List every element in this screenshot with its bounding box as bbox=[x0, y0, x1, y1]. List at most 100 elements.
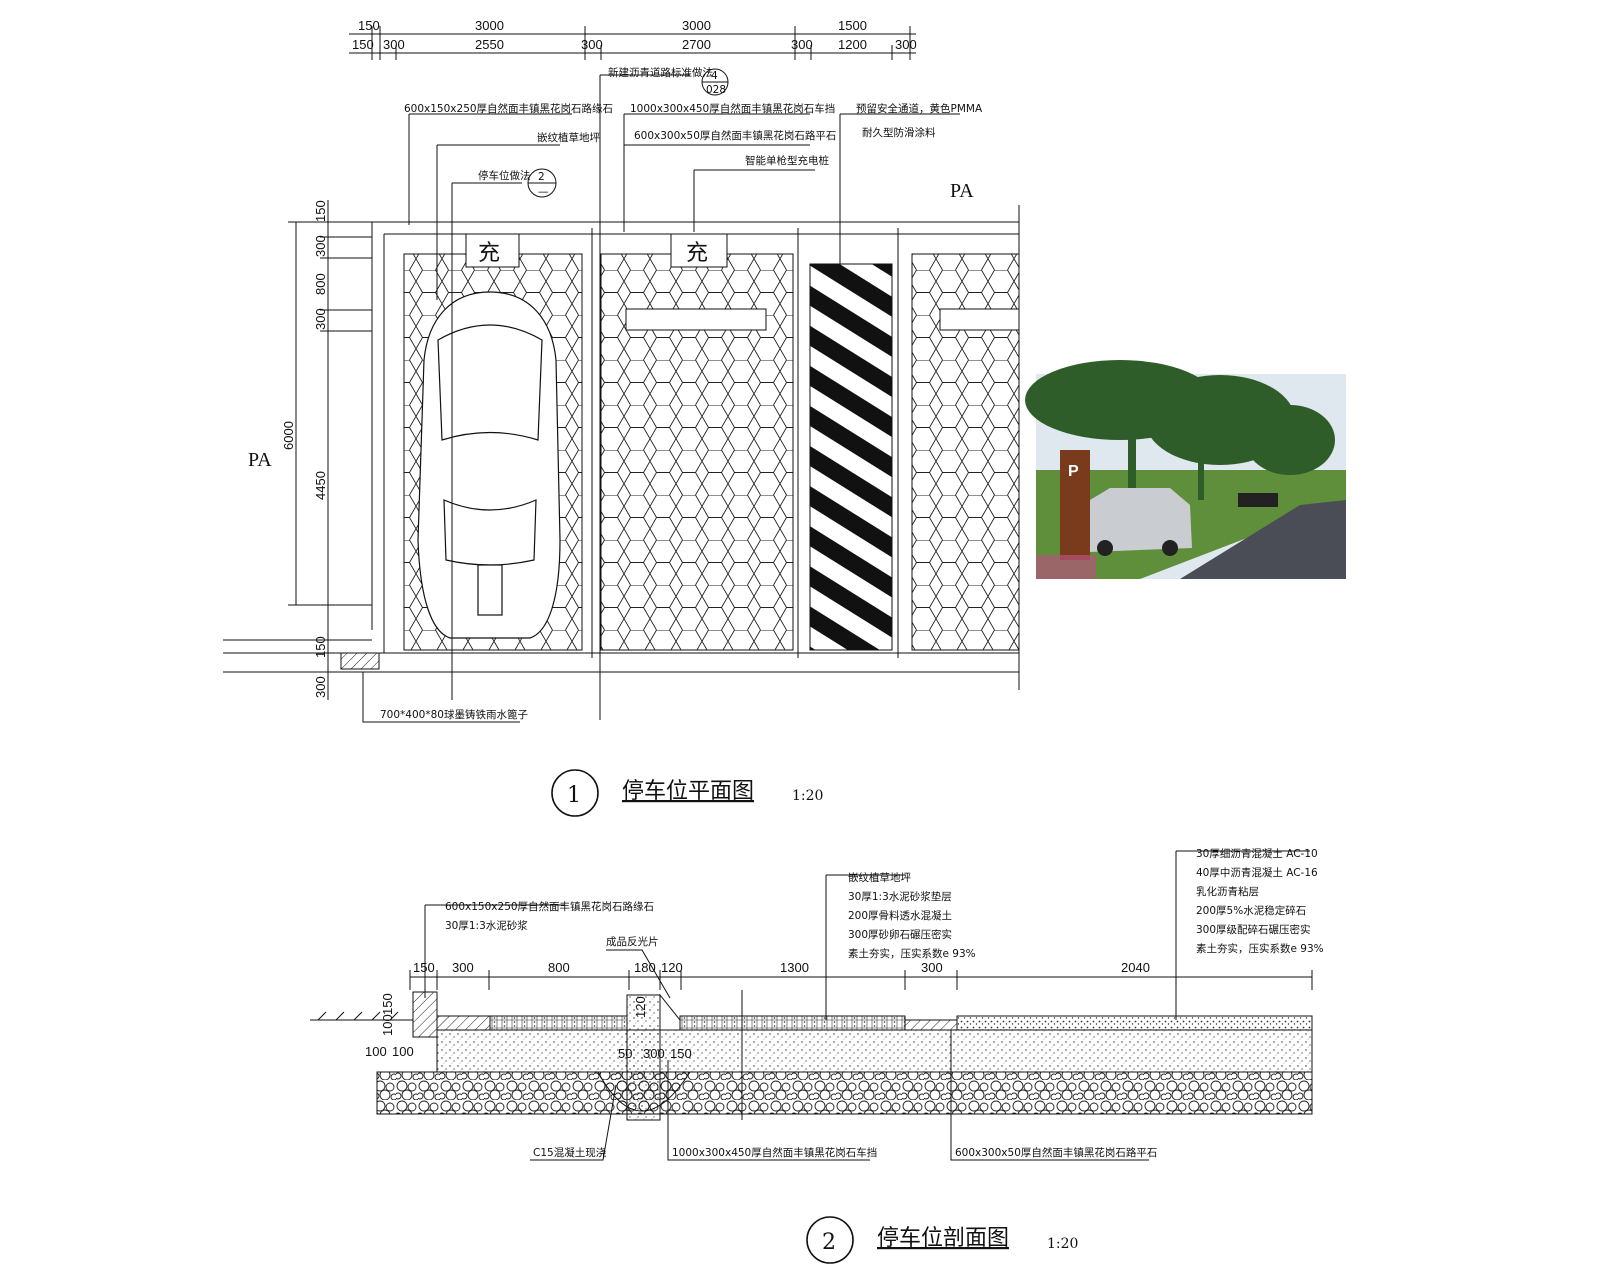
sec-gravel-base bbox=[376, 1071, 1313, 1115]
sec-left-dim-0: 150 bbox=[380, 993, 395, 1015]
callout-safety-lane: 预留安全通道，黄色PMMA bbox=[856, 102, 983, 115]
top-dimension-chain: 150 3000 3000 1500 150 300 2550 300 2700… bbox=[349, 18, 917, 60]
dim-top2-4: 2700 bbox=[682, 37, 711, 52]
callout-drain-cover: 700*400*80球墨铸铁雨水篦子 bbox=[380, 708, 528, 721]
sec-callout-mid-2: 200厚骨料透水混凝土 bbox=[848, 909, 952, 922]
callout-safety-lane-2: 耐久型防滑涂料 bbox=[862, 126, 936, 139]
wheel-stop-2 bbox=[625, 308, 767, 331]
sec-grass-paver-left bbox=[489, 1015, 628, 1031]
photo-car-far bbox=[1238, 493, 1278, 507]
photo-parking-sign: P bbox=[1060, 450, 1090, 560]
dim-top2-1: 300 bbox=[383, 37, 405, 52]
ref-bubble-4-num: 4 bbox=[711, 70, 718, 82]
sec-dim-1: 300 bbox=[452, 960, 474, 975]
callout-parking-ref: 停车位做法 bbox=[478, 169, 531, 182]
car-icon bbox=[417, 291, 561, 639]
plan-scale: 1:20 bbox=[792, 788, 823, 804]
sec-callout-right-2: 乳化沥青粘层 bbox=[1196, 885, 1259, 898]
sec-grass-paver-right bbox=[679, 1015, 906, 1031]
sec-callout-mid-1: 30厚1:3水泥砂浆垫层 bbox=[848, 890, 952, 903]
dim-top2-3: 300 bbox=[581, 37, 603, 52]
sec-asphalt bbox=[956, 1015, 1313, 1031]
photo-car bbox=[1090, 488, 1192, 556]
section-scale: 1:20 bbox=[1047, 1236, 1078, 1252]
section-callouts: 600x150x250厚自然面丰镇黑花岗石路缘石 30厚1:3水泥砂浆 成品反光… bbox=[445, 847, 1324, 1159]
safety-lane bbox=[809, 263, 893, 651]
sec-left-dim-2: 100 bbox=[365, 1044, 387, 1059]
dim-left-4: 4450 bbox=[313, 471, 328, 500]
photo-flowers bbox=[1036, 555, 1096, 579]
dim-left-2: 800 bbox=[313, 273, 328, 295]
dim-top2-2: 2550 bbox=[475, 37, 504, 52]
sec-callout-right-0: 30厚细沥青混凝土 AC-10 bbox=[1196, 847, 1318, 860]
dim-top2-7: 300 bbox=[895, 37, 917, 52]
charger-marker-2 bbox=[670, 233, 728, 268]
sec-reflector bbox=[659, 993, 681, 1031]
sec-callout-left-1: 30厚1:3水泥砂浆 bbox=[445, 919, 528, 932]
section-layers bbox=[376, 991, 1313, 1121]
sec-callout-left-0: 600x150x250厚自然面丰镇黑花岗石路缘石 bbox=[445, 900, 654, 913]
sec-callout-right-5: 素土夯实，压实系数e 93% bbox=[1196, 942, 1324, 955]
sec-dim-7: 2040 bbox=[1121, 960, 1150, 975]
sec-callout-mid-0: 嵌纹植草地坪 bbox=[848, 871, 911, 884]
dim-top1-2: 3000 bbox=[682, 18, 711, 33]
photo-road bbox=[1180, 500, 1346, 579]
plan-leaders bbox=[362, 74, 960, 723]
ref-bubble-2-num: 2 bbox=[538, 171, 545, 183]
sec-flat-stone bbox=[436, 1015, 491, 1031]
charge-mark-1: 充 bbox=[478, 241, 500, 266]
sec-dim-2: 800 bbox=[548, 960, 570, 975]
sec-flat-stone-label: 600x300x50厚自然面丰镇黑花岗石路平石 bbox=[955, 1146, 1157, 1159]
plan-callouts: 新建沥青道路标准做法 4 028 600x150x250厚自然面丰镇黑花岗石路缘… bbox=[380, 66, 983, 721]
callout-charger: 智能单枪型充电桩 bbox=[745, 154, 829, 167]
callout-grass-paver: 嵌纹植草地坪 bbox=[537, 131, 600, 144]
sec-concrete-label: C15混凝土现浇 bbox=[533, 1146, 606, 1159]
parking-bay-3 bbox=[911, 253, 1020, 651]
drain-cover bbox=[340, 652, 380, 670]
section-title: 停车位剖面图 bbox=[877, 1226, 1009, 1251]
sec-callout-right-1: 40厚中沥青混凝土 AC-16 bbox=[1196, 866, 1318, 879]
sec-callout-mid-4: 素土夯实，压实系数e 93% bbox=[848, 947, 976, 960]
plan-title-num: 1 bbox=[567, 783, 581, 808]
dim-left-total: 6000 bbox=[281, 421, 296, 450]
callout-wheel-stop: 1000x300x450厚自然面丰镇黑花岗石车挡 bbox=[630, 102, 835, 115]
callout-flat-stone: 600x300x50厚自然面丰镇黑花岗石路平石 bbox=[634, 129, 836, 142]
ground-line bbox=[310, 1011, 413, 1021]
plan-title-block: 1 停车位平面图 1:20 bbox=[551, 769, 823, 817]
dim-top2-5: 300 bbox=[791, 37, 813, 52]
sec-c15-footing bbox=[597, 1071, 691, 1112]
section-leaders bbox=[424, 850, 1310, 1161]
section-title-block: 2 停车位剖面图 1:20 bbox=[806, 1216, 1078, 1264]
pa-label-right: PA bbox=[950, 180, 974, 202]
photo-trees bbox=[1025, 360, 1335, 500]
section-title-num: 2 bbox=[822, 1230, 836, 1255]
dim-top1-1: 3000 bbox=[475, 18, 504, 33]
sec-flat-stone-right bbox=[904, 1019, 958, 1031]
plan-title-bubble bbox=[551, 769, 599, 817]
sec-dim-4: 120 bbox=[661, 960, 683, 975]
ref-bubble-2-sheet: — bbox=[538, 186, 549, 198]
sec-callout-right-3: 200厚5%水泥稳定碎石 bbox=[1196, 904, 1306, 917]
callout-asphalt-ref: 新建沥青道路标准做法 bbox=[608, 66, 713, 79]
dim-top1-0: 150 bbox=[358, 18, 380, 33]
dim-left-1: 300 bbox=[313, 235, 328, 257]
section-title-bubble bbox=[806, 1216, 854, 1264]
sec-callout-right-4: 300厚级配碎石碾压密实 bbox=[1196, 923, 1311, 936]
parking-bay-1: 充 bbox=[403, 233, 583, 651]
ref-bubble-4-sheet: 028 bbox=[706, 84, 726, 96]
charge-mark-2: 充 bbox=[686, 241, 708, 266]
dim-left-3: 300 bbox=[313, 308, 328, 330]
parking-bay-2: 充 bbox=[600, 233, 794, 651]
sec-wheel-stop-label: 1000x300x450厚自然面丰镇黑花岗石车挡 bbox=[672, 1146, 877, 1159]
dim-left-0: 150 bbox=[313, 200, 328, 222]
sign-letter: P bbox=[1068, 463, 1079, 480]
sec-callout-mid-3: 300厚砂卵石碾压密实 bbox=[848, 928, 952, 941]
plan-view: 150 3000 3000 1500 150 300 2550 300 2700… bbox=[223, 18, 1020, 817]
callout-curb-stone: 600x150x250厚自然面丰镇黑花岗石路缘石 bbox=[404, 102, 613, 115]
dim-top1-3: 1500 bbox=[838, 18, 867, 33]
dim-left-6: 300 bbox=[313, 676, 328, 698]
sec-left-dim-3: 100 bbox=[392, 1044, 414, 1059]
sec-concrete-base bbox=[436, 1029, 1313, 1073]
section-view: 150 300 800 180 120 1300 300 2040 150 10… bbox=[310, 847, 1324, 1264]
